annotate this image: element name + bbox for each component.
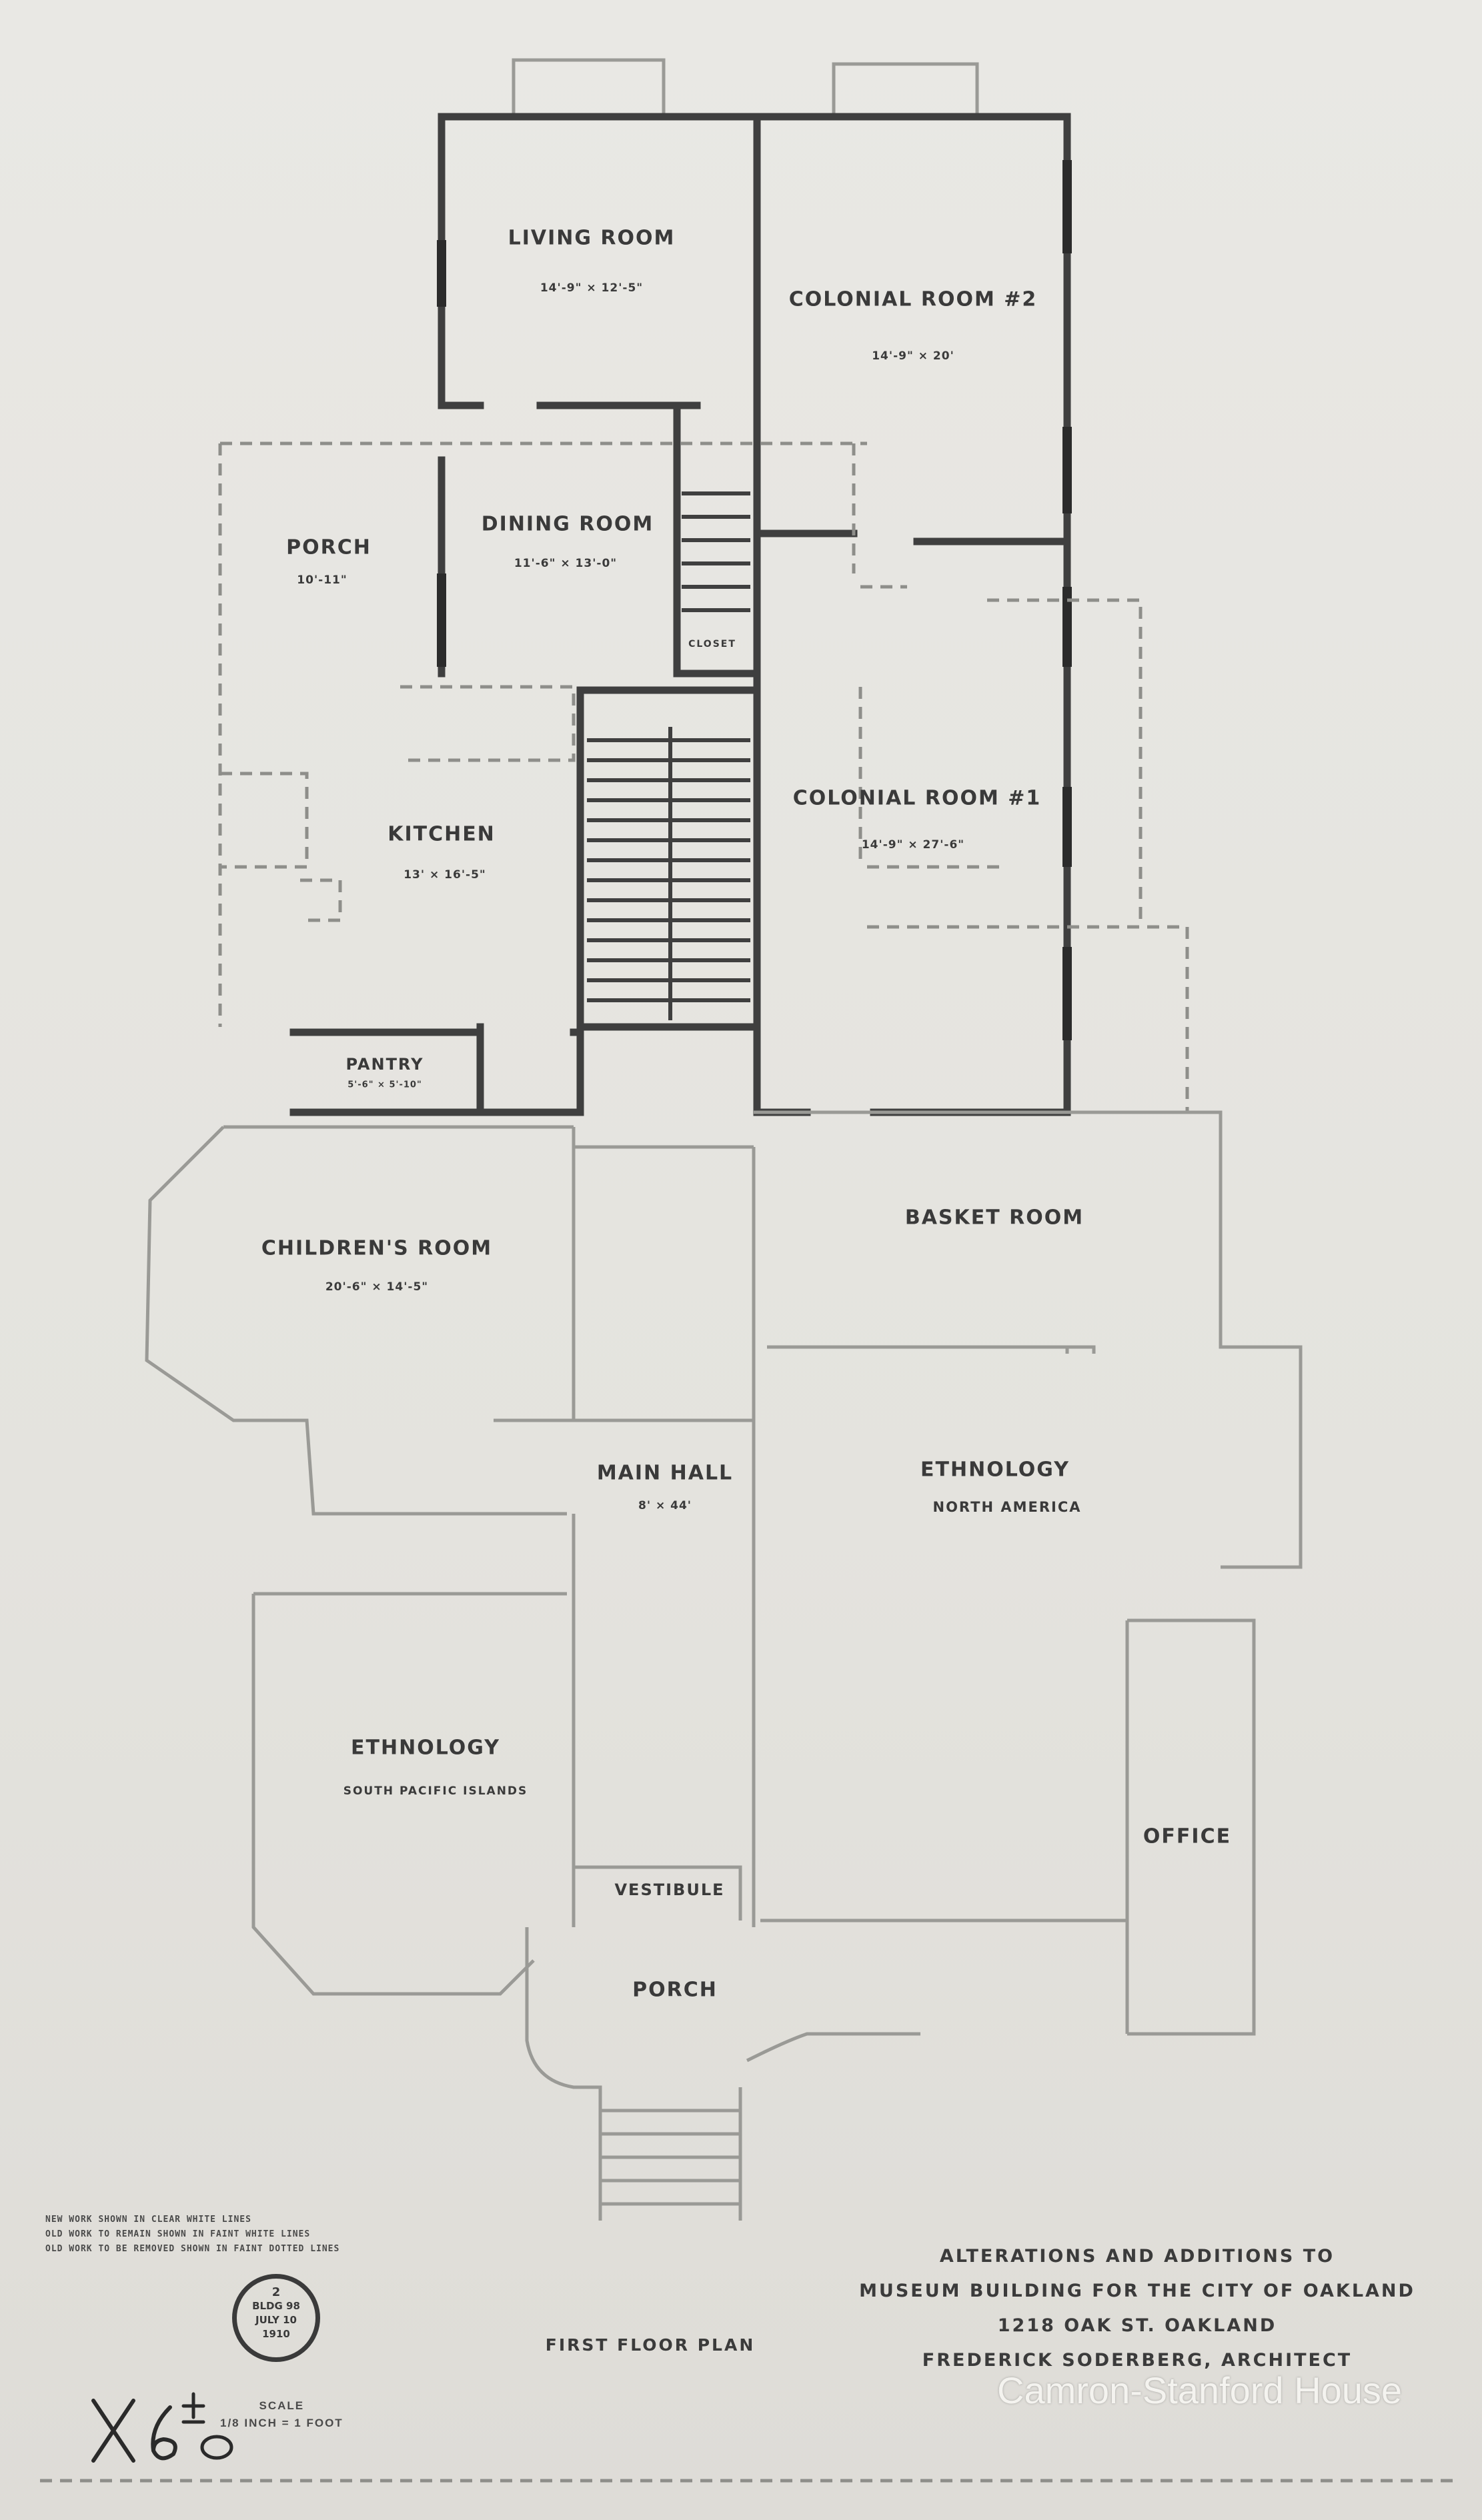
kitchen-label: KITCHEN <box>388 822 496 846</box>
handwritten-note <box>91 2392 233 2463</box>
pantry-label: PANTRY <box>345 1055 424 1074</box>
scale-note: SCALE 1/8 INCH = 1 FOOT <box>220 2397 343 2432</box>
title-line: MUSEUM BUILDING FOR THE CITY OF OAKLAND <box>859 2281 1415 2301</box>
pantry-size: 5'-6" × 5'-10" <box>347 1080 422 1090</box>
main-hall-size: 8' × 44' <box>638 1499 692 1512</box>
basket-room-label: BASKET ROOM <box>904 1206 1084 1230</box>
ethnology-south-pacific-label: ETHNOLOGY <box>351 1736 500 1760</box>
scale-value: 1/8 INCH = 1 FOOT <box>220 2417 343 2429</box>
watermark: Camron-Stanford House <box>997 2369 1402 2411</box>
sheet-stamp: 2 BLDG 98 JULY 10 1910 <box>232 2274 320 2362</box>
rear-stair <box>682 491 750 612</box>
legend-line: OLD WORK TO REMAIN SHOWN IN FAINT WHITE … <box>45 2229 311 2239</box>
stamp-line: JULY 10 <box>255 2314 297 2326</box>
ethnology-north-america-label: ETHNOLOGY <box>920 1458 1070 1482</box>
colonial-room-2-label: COLONIAL ROOM #2 <box>788 287 1038 311</box>
ethnology-north-america-sub: NORTH AMERICA <box>932 1499 1082 1515</box>
vestibule-label: VESTIBULE <box>614 1880 725 1899</box>
childrens-room-size: 20'-6" × 14'-5" <box>325 1280 429 1294</box>
front-steps <box>600 2109 740 2206</box>
legend-line: OLD WORK TO BE REMOVED SHOWN IN FAINT DO… <box>45 2244 340 2254</box>
colonial-room-1-label: COLONIAL ROOM #1 <box>792 786 1042 810</box>
rear-porch-size: 10'-11" <box>297 573 347 587</box>
title-line: ALTERATIONS AND ADDITIONS TO <box>939 2246 1335 2267</box>
dining-room-label: DINING ROOM <box>481 512 654 536</box>
living-room-size: 14'-9" × 12'-5" <box>540 281 644 295</box>
rear-porch-label: PORCH <box>286 535 372 559</box>
ethnology-south-pacific-sub: SOUTH PACIFIC ISLANDS <box>343 1784 528 1798</box>
childrens-room-label: CHILDREN'S ROOM <box>261 1236 493 1260</box>
title-block: ALTERATIONS AND ADDITIONS TO MUSEUM BUIL… <box>844 2239 1431 2378</box>
legend-line: NEW WORK SHOWN IN CLEAR WHITE LINES <box>45 2215 251 2225</box>
main-stair <box>587 727 750 1020</box>
living-room-label: LIVING ROOM <box>508 226 676 250</box>
kitchen-size: 13' × 16'-5" <box>404 868 486 882</box>
title-line: FREDERICK SODERBERG, ARCHITECT <box>922 2350 1353 2371</box>
closet-label: CLOSET <box>688 639 736 650</box>
title-line: 1218 OAK ST. OAKLAND <box>997 2315 1277 2336</box>
plan-title: FIRST FLOOR PLAN <box>545 2335 756 2355</box>
stamp-line: 1910 <box>262 2328 290 2340</box>
office-label: OFFICE <box>1143 1824 1232 1848</box>
front-porch-label: PORCH <box>632 1978 718 2002</box>
colonial-room-1-size: 14'-9" × 27'-6" <box>861 838 965 852</box>
main-hall-label: MAIN HALL <box>596 1461 734 1485</box>
colonial-room-2-size: 14'-9" × 20' <box>872 349 954 363</box>
dining-room-size: 11'-6" × 13'-0" <box>514 557 618 570</box>
drawing-legend: NEW WORK SHOWN IN CLEAR WHITE LINES OLD … <box>45 2213 339 2257</box>
scale-label: SCALE <box>259 2399 305 2412</box>
stamp-number: 2 <box>271 2285 281 2299</box>
stamp-line: BLDG 98 <box>252 2300 300 2312</box>
